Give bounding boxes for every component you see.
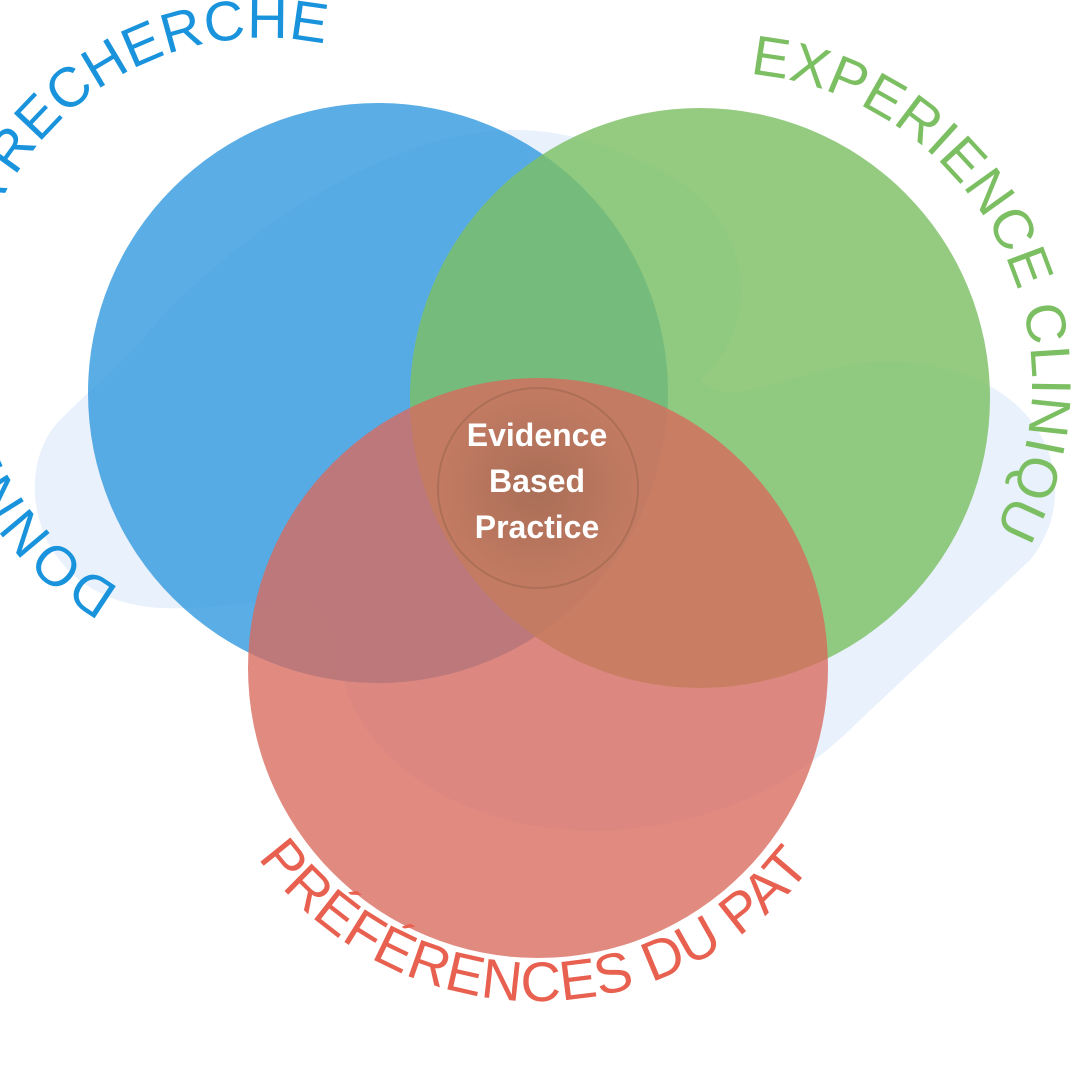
center-label-line1: Evidence bbox=[466, 417, 608, 453]
center-label-line2: Based bbox=[488, 463, 586, 499]
center-glow bbox=[436, 386, 640, 590]
circle-patient bbox=[248, 378, 828, 958]
center-ring bbox=[437, 387, 639, 589]
center-label: Evidence Based Practice bbox=[437, 412, 637, 550]
center-label-line3: Practice bbox=[474, 509, 600, 545]
